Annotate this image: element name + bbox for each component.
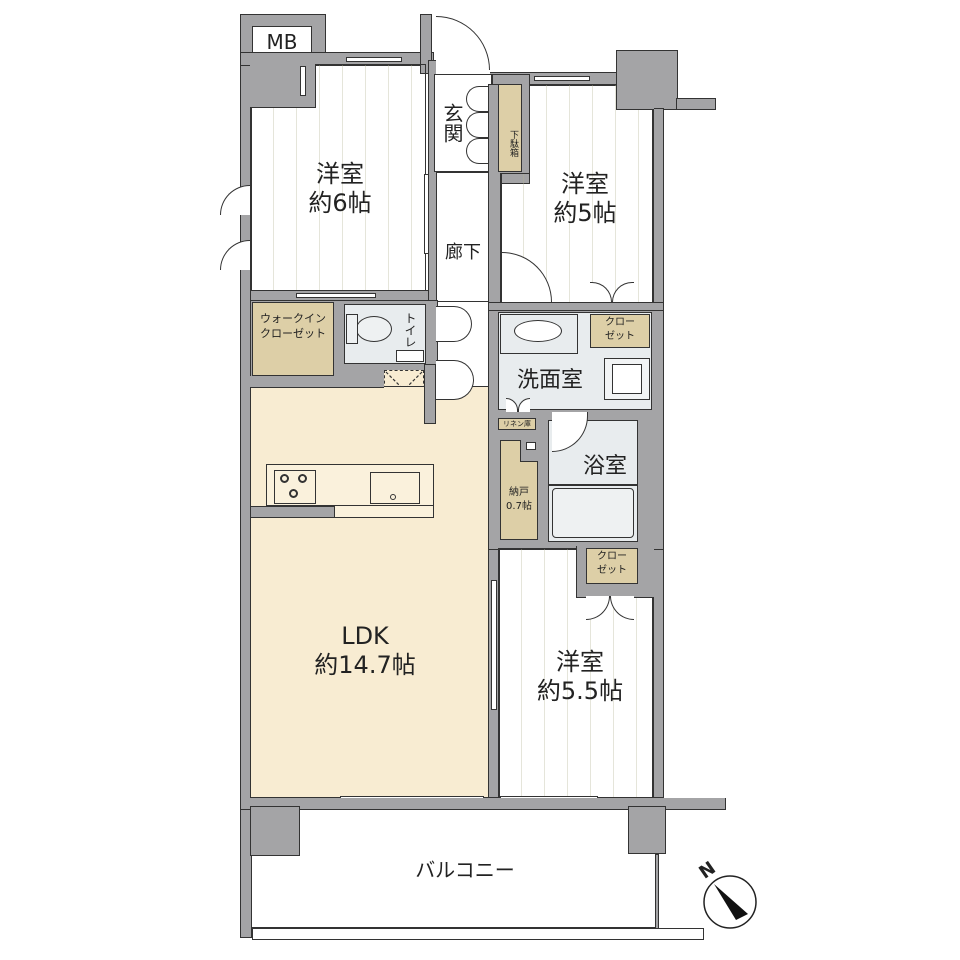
bathroom-label: 浴室 <box>582 454 627 479</box>
wall-north-room1 <box>240 52 434 66</box>
shoe-box-upper <box>498 84 522 172</box>
pillar-room1-cover <box>250 64 316 108</box>
room-name: 洋室 <box>556 648 604 676</box>
room-size: 約6帖 <box>308 188 372 217</box>
closet-line1: クロー <box>605 317 635 328</box>
ldk-door[interactable] <box>436 360 474 400</box>
pillar-balcony-west <box>250 806 300 856</box>
room-name: 洋室 <box>561 170 609 198</box>
closet-room2-label: クロー ゼット <box>590 316 650 344</box>
washbasin-icon <box>514 320 562 342</box>
window-room1-pillar <box>300 66 306 96</box>
hallway <box>436 172 490 302</box>
washroom-label: 洗面室 <box>516 368 583 393</box>
door-room1-west-1[interactable] <box>220 185 250 215</box>
compass: N <box>695 858 760 940</box>
door-room1-west-2[interactable] <box>220 240 250 270</box>
sliding-door-wic[interactable] <box>296 293 376 298</box>
washing-machine-drain-icon <box>612 364 642 394</box>
kitchen-back-wall <box>250 506 336 518</box>
toilet-sink-icon <box>396 350 424 362</box>
toilet-label: トイレ <box>403 312 417 348</box>
balcony-label: バルコニー <box>415 858 515 882</box>
drain-icon <box>390 494 396 500</box>
entrance-label: 玄関 <box>440 103 464 143</box>
shoe-box-label-2: 下駄箱 <box>508 129 518 157</box>
bathtub-icon <box>552 488 634 538</box>
pillar-room2 <box>616 84 654 110</box>
hallway-label: 廊下 <box>445 242 481 263</box>
closet-room3-label: クロー ゼット <box>586 550 638 578</box>
sliding-door-storeroom[interactable] <box>491 580 497 710</box>
closet-line1: クロー <box>597 551 627 562</box>
shoe-cabinet-door-2[interactable] <box>466 112 492 138</box>
burner-icon <box>280 474 289 483</box>
storeroom-label: 納戸 0.7帖 <box>500 486 538 513</box>
window-room1-north[interactable] <box>346 57 402 62</box>
wall-ldk-northwest <box>250 376 384 388</box>
shoe-cabinet-door-3[interactable] <box>466 138 492 164</box>
ldk-title: LDK 約14.7帖 <box>280 622 450 680</box>
compass-arrow-icon <box>703 875 757 929</box>
wall-stub-east <box>676 98 716 110</box>
bathtub-divider <box>548 484 638 486</box>
toilet-tank-icon <box>346 314 358 344</box>
western-room-5jo-title: 洋室 約5帖 <box>520 170 650 228</box>
walk-in-closet-label: ウォークイン クローゼット <box>252 312 334 342</box>
closet-room3 <box>586 548 638 584</box>
ldk-room <box>250 386 490 798</box>
window-room2-north[interactable] <box>534 76 590 81</box>
burner-icon <box>298 474 307 483</box>
burner-icon <box>289 489 298 498</box>
shoe-cabinet-door-1[interactable] <box>466 86 492 112</box>
wall-south <box>240 798 726 810</box>
toilet-bowl-icon <box>356 316 392 342</box>
storeroom-line1: 納戸 <box>509 487 529 498</box>
wic-line1: ウォークイン <box>260 312 326 325</box>
closet-line2: ゼット <box>597 565 627 576</box>
room-size: 約14.7帖 <box>314 650 416 679</box>
linen-door-right[interactable] <box>518 398 530 412</box>
room-name: 洋室 <box>316 160 364 188</box>
western-room-5-5jo-title: 洋室 約5.5帖 <box>515 648 645 706</box>
room-size: 約5.5帖 <box>536 676 624 705</box>
balcony <box>252 808 656 928</box>
balcony-east-post <box>655 854 659 930</box>
wic-line2: クローゼット <box>260 326 326 340</box>
balcony-railing <box>252 928 704 940</box>
pipe-shaft-small <box>526 442 536 450</box>
room-size: 約5帖 <box>553 198 617 227</box>
wall-entrance-west <box>420 14 432 74</box>
wall-ldk-pipe <box>424 364 436 424</box>
closet-line2: ゼット <box>605 331 635 342</box>
walk-in-closet <box>252 302 334 376</box>
western-room-6jo-title: 洋室 約6帖 <box>270 160 410 218</box>
kitchen-counter-lower <box>334 506 434 518</box>
linen-closet: リネン庫 <box>498 418 536 430</box>
storeroom-line2: 0.7帖 <box>506 500 532 512</box>
toilet-door[interactable] <box>436 306 472 342</box>
closet-room2 <box>590 314 650 348</box>
room-name: LDK <box>341 622 389 650</box>
pillar-balcony-east <box>628 806 666 854</box>
